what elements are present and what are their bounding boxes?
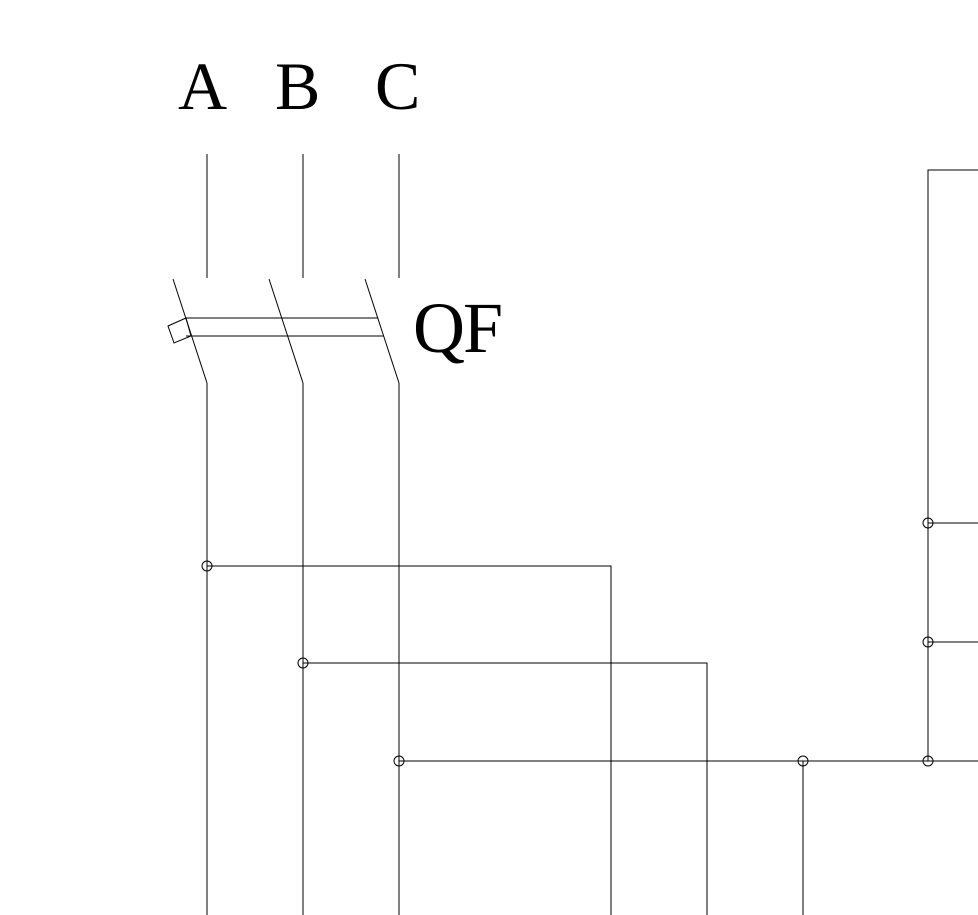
breaker-handle <box>167 317 192 344</box>
phase-b-label: B <box>275 48 321 124</box>
breaker-contact-c <box>364 278 400 384</box>
junction-node <box>297 657 309 669</box>
control-bus-wire <box>927 169 978 761</box>
junction-node <box>797 755 809 767</box>
phase-a-tap-wire <box>207 565 612 915</box>
breaker-label: QF <box>413 288 503 368</box>
phase-b-tap-wire <box>303 662 708 915</box>
phase-a-label: A <box>178 48 228 124</box>
breaker-qf <box>167 278 400 384</box>
junction-node <box>922 755 934 767</box>
junction-node <box>201 560 213 572</box>
phase-c-label: C <box>375 48 421 124</box>
junction-node <box>922 517 934 529</box>
junction-node <box>922 636 934 648</box>
junction-node <box>393 755 405 767</box>
breaker-contact-b <box>268 278 304 384</box>
